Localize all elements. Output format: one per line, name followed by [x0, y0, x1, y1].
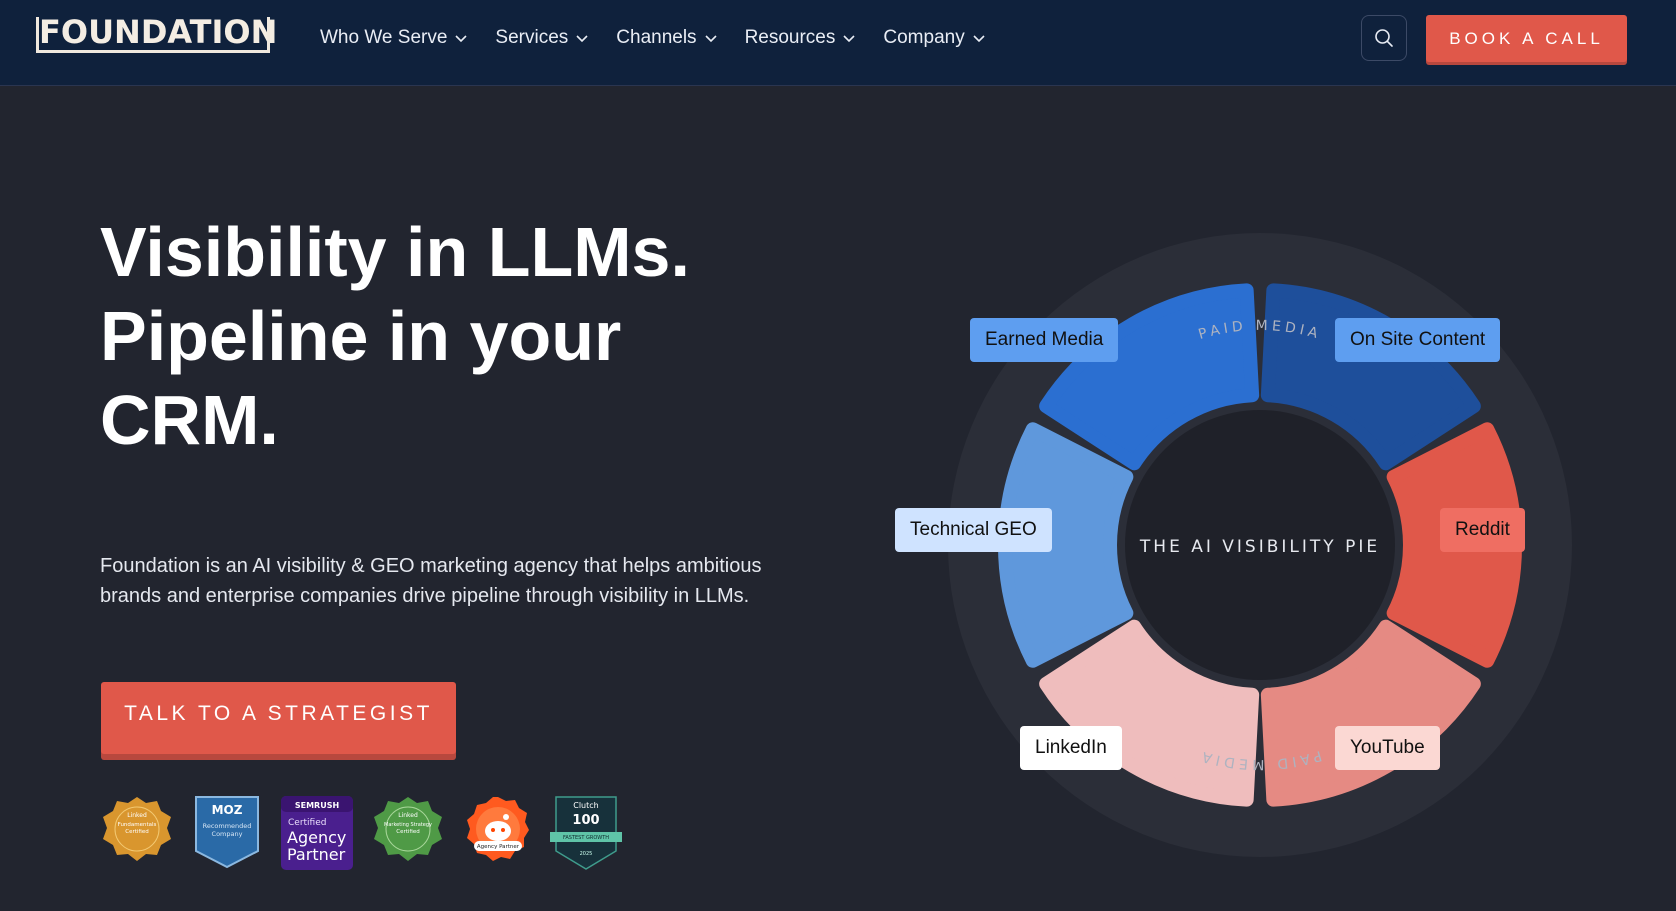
pill-label: YouTube [1350, 737, 1425, 758]
pie-segment-on-site-content [1260, 283, 1481, 471]
nav-item-company[interactable]: Company [883, 24, 985, 52]
nav-item-label: Who We Serve [320, 27, 448, 48]
hero-subtitle-line: brands and enterprise companies drive pi… [100, 585, 750, 607]
nav-item-label: Resources [744, 27, 836, 48]
linkedin-fundamentals-badge: Linked Fundamentals Certified [103, 797, 171, 861]
pie-center-label: THE AI VISIBILITY PIE [1139, 537, 1380, 557]
book-a-call-button[interactable]: BOOK A CALL [1426, 15, 1627, 62]
pie-segment-linkedin [1039, 619, 1260, 807]
badge-text: Linked [127, 812, 147, 819]
badge-text: Certified [125, 829, 149, 835]
nav-item-label: Channels [616, 27, 697, 48]
badge-text: MOZ [212, 803, 243, 817]
chevron-down-icon [973, 35, 985, 43]
pill-reddit: Reddit [1440, 508, 1525, 552]
nav-item-channels[interactable]: Channels [616, 24, 717, 52]
chevron-down-icon [576, 35, 588, 43]
pill-label: Earned Media [985, 329, 1104, 350]
ai-visibility-pie: PAID MEDIA PAID MEDIA THE AI VISIBILITY … [890, 210, 1590, 870]
hero-subtitle-line: Foundation is an AI visibility & GEO mar… [100, 555, 762, 577]
badge-text: Linked [398, 812, 418, 819]
badge-text: Certified [396, 829, 420, 835]
badge-text: Clutch [573, 801, 598, 810]
badge-text: Agency [287, 828, 346, 847]
nav-item-who-we-serve[interactable]: Who We Serve [320, 24, 467, 52]
linkedin-marketing-badge: Linked Marketing Strategy Certified [374, 797, 442, 861]
pie-svg: PAID MEDIA PAID MEDIA THE AI VISIBILITY … [948, 233, 1572, 857]
pie-center [1125, 410, 1395, 680]
nav-item-label: Company [883, 27, 965, 48]
hero-subtitle: Foundation is an AI visibility & GEO mar… [100, 551, 800, 611]
search-button[interactable] [1361, 15, 1407, 61]
certification-badges: Linked Fundamentals Certified MOZ Recomm… [100, 795, 630, 871]
badge-text: SEMRUSH [295, 801, 339, 810]
reddit-partner-badge: Agency Partner [467, 797, 529, 861]
pill-label: Reddit [1455, 519, 1510, 540]
pill-youtube: YouTube [1335, 726, 1440, 770]
moz-badge: MOZ Recommended Company [195, 796, 259, 869]
talk-to-strategist-button[interactable]: TALK TO A STRATEGIST [101, 682, 456, 754]
top-navbar: FOUNDATION Who We Serve Services Channel… [0, 0, 1676, 86]
pill-label: Technical GEO [910, 519, 1037, 540]
foundation-logo[interactable]: FOUNDATION [36, 16, 277, 53]
semrush-badge: SEMRUSH Certified Agency Partner [281, 796, 353, 870]
pill-label: On Site Content [1350, 329, 1486, 350]
clutch-badge: Clutch 100 FASTEST GROWTH 2025 [550, 796, 622, 870]
nav-item-resources[interactable]: Resources [745, 24, 856, 52]
nav-item-label: Services [495, 27, 569, 48]
pill-technical-geo: Technical GEO [895, 508, 1052, 552]
badge-text: 100 [572, 813, 599, 828]
hero-title-line: Pipeline in your [100, 297, 622, 375]
nav-item-services[interactable]: Services [495, 24, 588, 52]
badge-text: Company [212, 830, 243, 838]
badge-text: FASTEST GROWTH [563, 835, 609, 841]
pill-earned-media: Earned Media [970, 318, 1119, 362]
badge-text: Marketing Strategy [384, 822, 432, 828]
chevron-down-icon [455, 35, 467, 43]
hero-title: Visibility in LLMs. Pipeline in your CRM… [100, 210, 860, 462]
main-nav: Who We Serve Services Channels Resources… [320, 24, 1013, 52]
badge-text: Fundamentals [118, 822, 157, 828]
badge-text: Recommended [203, 822, 252, 830]
chevron-down-icon [704, 35, 717, 43]
pill-label: LinkedIn [1035, 737, 1107, 758]
pie-segment-technical-geo [998, 422, 1134, 668]
pill-on-site-content: On Site Content [1335, 318, 1501, 362]
pill-linkedin: LinkedIn [1020, 726, 1122, 770]
chevron-down-icon [843, 35, 855, 43]
search-icon [1375, 29, 1393, 47]
badge-text: Partner [287, 845, 346, 864]
badge-text: Agency Partner [477, 844, 520, 850]
badge-text: Certified [288, 818, 326, 828]
hero-title-line: Visibility in LLMs. [100, 213, 690, 291]
hero-title-line: CRM. [100, 381, 279, 459]
badge-text: 2025 [580, 851, 593, 857]
